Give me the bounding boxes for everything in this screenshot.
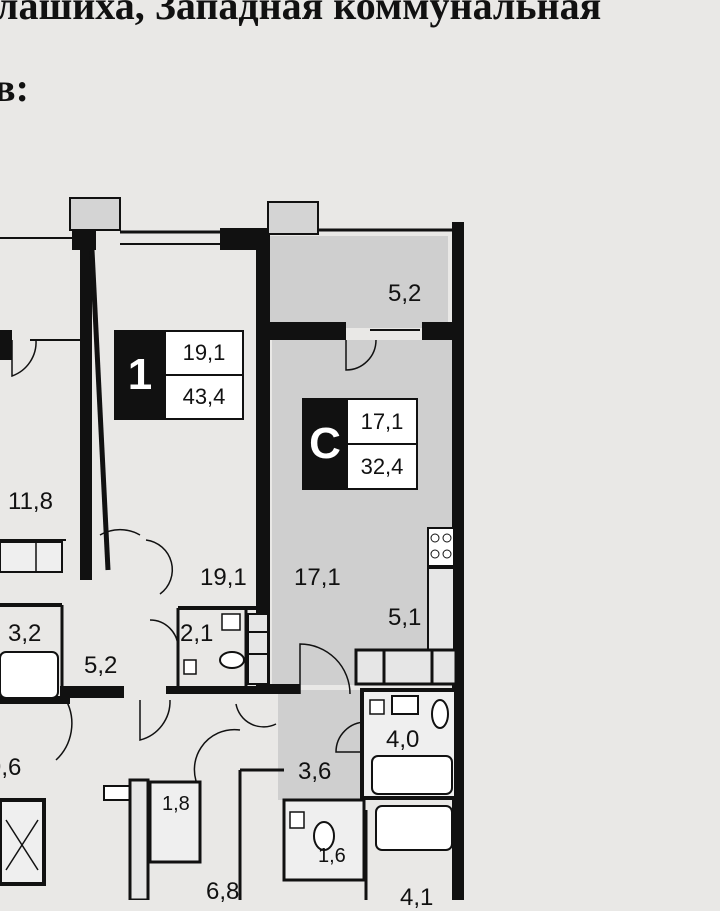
document-header: лашиха, Западная коммунальная в: bbox=[0, 0, 720, 110]
balcony-stub bbox=[69, 197, 121, 231]
room-area-label: 4,0 bbox=[386, 726, 420, 753]
toilet bbox=[431, 699, 449, 729]
total-area-value: 43,4 bbox=[166, 374, 242, 418]
apartment-type-label: С bbox=[302, 398, 348, 490]
wall bbox=[0, 696, 70, 704]
studio-hall-area bbox=[278, 690, 360, 800]
total-area-value: 32,4 bbox=[348, 443, 416, 488]
bathtub bbox=[371, 755, 453, 795]
wall bbox=[166, 686, 276, 694]
room-area-label: 5,2 bbox=[84, 652, 118, 679]
studio-area bbox=[272, 340, 452, 685]
room-area-label: 9,6 bbox=[0, 754, 22, 781]
kitchen-counter bbox=[427, 567, 455, 653]
stove bbox=[427, 527, 455, 567]
room-area-label: 1,8 bbox=[162, 793, 190, 815]
room-area-label: 3,6 bbox=[298, 758, 332, 785]
room-area-label: 19,1 bbox=[200, 564, 247, 591]
wall bbox=[80, 250, 92, 580]
header-second-line: в: bbox=[0, 65, 29, 110]
apartment-badge-studio: С 17,1 32,4 bbox=[302, 398, 418, 490]
room-area-label: 4,1 bbox=[400, 884, 434, 911]
wall bbox=[0, 330, 12, 360]
room-area-label: 11,8 bbox=[8, 488, 53, 515]
living-area-value: 17,1 bbox=[360, 408, 404, 434]
wall bbox=[256, 228, 270, 688]
wall bbox=[220, 228, 270, 250]
wall bbox=[270, 322, 346, 340]
balcony-area bbox=[270, 236, 448, 328]
wall bbox=[60, 686, 124, 698]
apartment-badge-1br: 1 19,1 43,4 bbox=[114, 330, 244, 420]
room-area-label: 5,1 bbox=[388, 604, 422, 631]
balcony-stub bbox=[267, 201, 319, 235]
apartment-type-label: 1 bbox=[114, 330, 166, 420]
wall bbox=[422, 322, 458, 340]
kitchen-unit bbox=[354, 648, 458, 686]
room-area-label: 5,2 bbox=[388, 280, 422, 307]
room-area-label: 1,6 bbox=[318, 845, 346, 867]
wall bbox=[270, 684, 300, 694]
room-area-label: 2,1 bbox=[180, 620, 214, 647]
room-area-label: 3,2 bbox=[8, 620, 42, 647]
wall bbox=[72, 228, 96, 250]
room-area-label: 6,8 bbox=[206, 878, 240, 905]
header-address-line: лашиха, Западная коммунальная bbox=[0, 0, 602, 28]
room-area-label: 17,1 bbox=[294, 564, 341, 591]
living-area-value: 19,1 bbox=[182, 340, 226, 365]
